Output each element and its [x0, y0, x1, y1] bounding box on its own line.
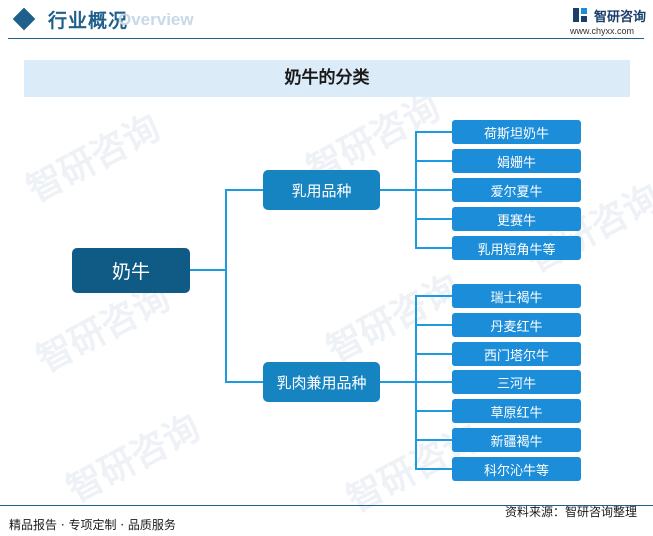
connector-leaf: [415, 439, 452, 441]
connector-root-trunk: [225, 189, 227, 382]
leaf-node: 新疆褐牛: [452, 428, 581, 452]
connector-leaf: [415, 295, 452, 297]
watermark: 智研咨询: [60, 407, 207, 511]
leaf-node: 爱尔夏牛: [452, 178, 581, 202]
source-note: 资料来源：智研咨询整理: [505, 505, 638, 519]
connector-to-group-1: [225, 189, 263, 191]
root-node: 奶牛: [72, 248, 190, 293]
watermark: 智研咨询: [20, 107, 167, 211]
connector-group-1: [380, 189, 416, 191]
leaf-node: 草原红牛: [452, 399, 581, 423]
connector-leaf: [415, 189, 452, 191]
connector-leaf: [415, 324, 452, 326]
group-node: 乳用品种: [263, 170, 380, 210]
connector-to-group-2: [225, 381, 263, 383]
connector-root: [190, 269, 226, 271]
brand-name: 智研咨询: [594, 10, 647, 25]
header-divider: [8, 38, 644, 39]
leaf-node: 荷斯坦奶牛: [452, 120, 581, 144]
watermark: 智研咨询: [320, 267, 467, 371]
leaf-node: 瑞士褐牛: [452, 284, 581, 308]
footer-slogan: 精品报告 · 专项定制 · 品质服务: [9, 518, 176, 532]
leaf-node: 更赛牛: [452, 207, 581, 231]
brand-logo-icon: [573, 8, 587, 22]
leaf-node: 科尔沁牛等: [452, 457, 581, 481]
diagram-title: 奶牛的分类: [284, 68, 370, 88]
header-diamond-icon: [12, 7, 36, 31]
connector-leaf: [415, 381, 452, 383]
leaf-node: 丹麦红牛: [452, 313, 581, 337]
leaf-node: 乳用短角牛等: [452, 236, 581, 260]
diagram-title-band: 奶牛的分类: [24, 60, 630, 97]
connector-leaf: [415, 468, 452, 470]
connector-leaf: [415, 131, 452, 133]
connector-leaf: [415, 247, 452, 249]
brand-url: www.chyxx.com: [570, 26, 635, 36]
group-node: 乳肉兼用品种: [263, 362, 380, 402]
leaf-node: 三河牛: [452, 370, 581, 394]
connector-leaf: [415, 218, 452, 220]
connector-leaf: [415, 410, 452, 412]
leaf-node: 西门塔尔牛: [452, 342, 581, 366]
leaf-node: 娟姗牛: [452, 149, 581, 173]
connector-leaf: [415, 160, 452, 162]
connector-leaf: [415, 353, 452, 355]
page-title: 行业概况: [48, 10, 129, 32]
footer-divider: [0, 505, 653, 506]
page-subtitle-ghost: Overview: [118, 10, 194, 29]
connector-group-2: [380, 381, 416, 383]
